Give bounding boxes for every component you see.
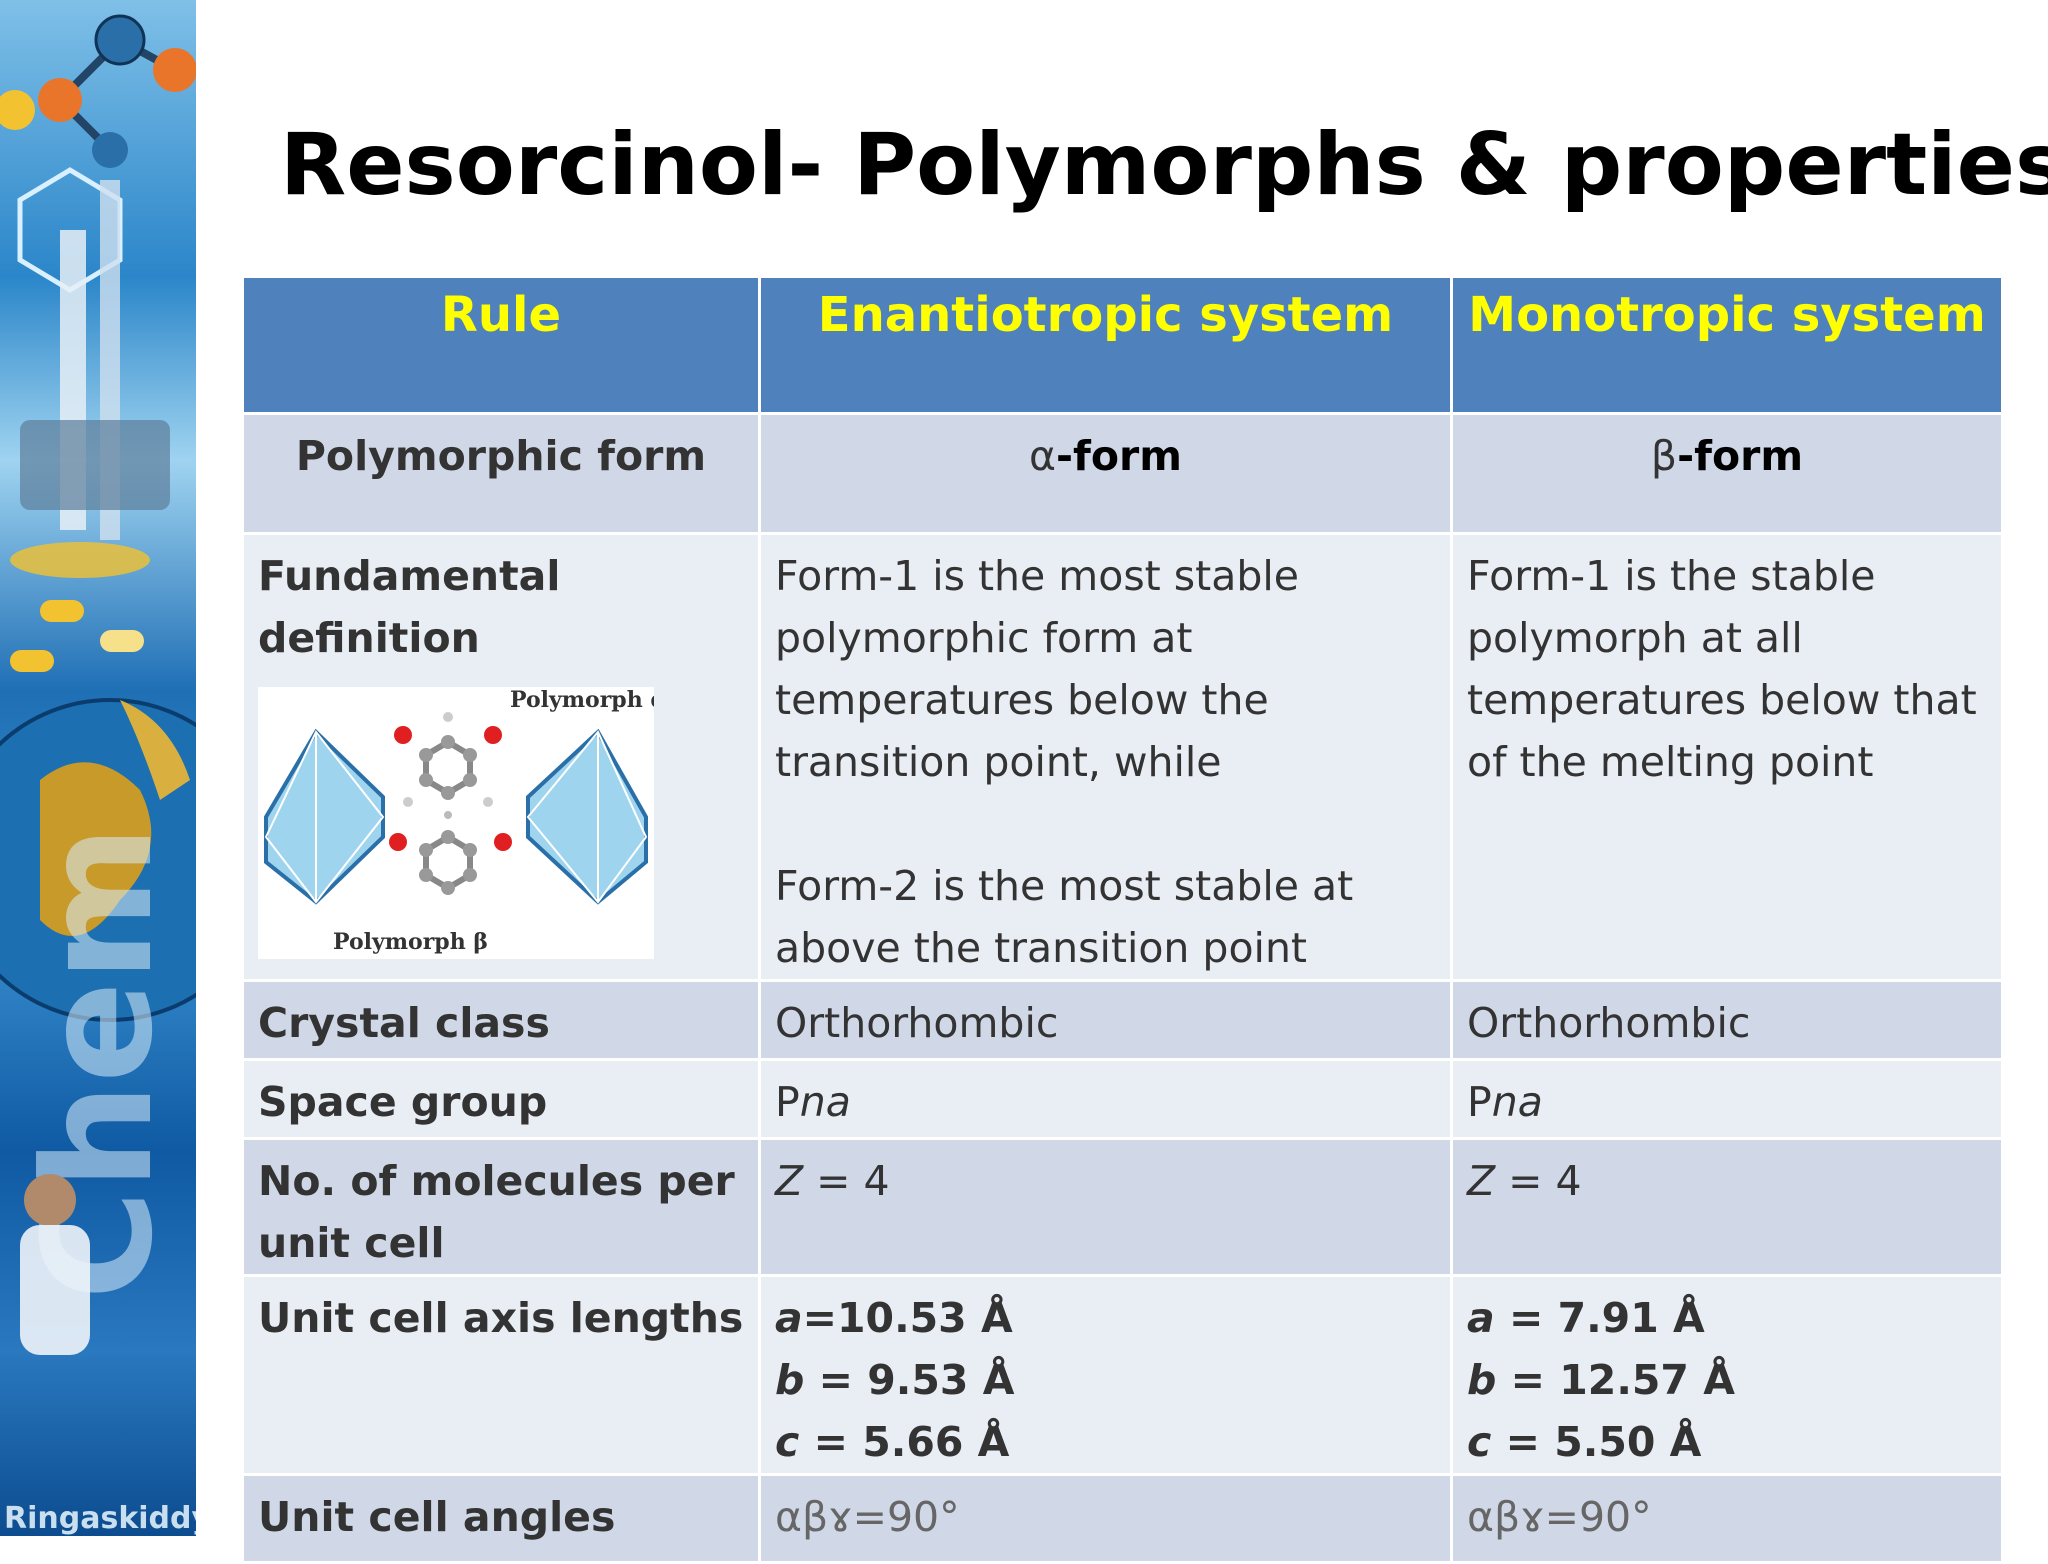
enantio-z-value: Z = 4 [758, 1137, 1453, 1277]
enantio-form-cell: α-form [758, 412, 1453, 535]
axis-a: a = 7.91 Å [1467, 1294, 1705, 1342]
row-label: Crystal class [241, 979, 761, 1061]
alpha-symbol: α [1029, 432, 1057, 480]
table-row-fundamental-definition: Fundamental definition [241, 532, 2004, 982]
enantio-definition-cell: Form-1 is the most stable polymorphic fo… [758, 532, 1453, 982]
text-line: of the melting point [1467, 738, 1874, 786]
text-line: polymorphic form at [775, 614, 1193, 662]
row-label: Fundamental definition [258, 552, 561, 662]
z-number: = 4 [803, 1157, 890, 1205]
mono-definition-cell: Form-1 is the stable polymorph at all te… [1450, 532, 2004, 982]
text-line: Form-1 is the most stable [775, 552, 1299, 600]
row-label: Unit cell angles [241, 1473, 761, 1564]
axis-b: b = 12.57 Å [1467, 1356, 1735, 1404]
z-number: = 4 [1495, 1157, 1582, 1205]
table-row-unit-cell-angles: Unit cell angles αβɤ=90° αβɤ=90° [241, 1473, 2004, 1564]
mono-angles: αβɤ=90° [1450, 1473, 2004, 1564]
row-label: Space group [241, 1058, 761, 1140]
mono-z-value: Z = 4 [1450, 1137, 2004, 1277]
table-header-row: Rule Enantiotropic system Monotropic sys… [241, 275, 2004, 415]
axis-a: a=10.53 Å [775, 1294, 1013, 1342]
enantio-space-group: Pna [758, 1058, 1453, 1140]
chemistry-collage-icon: Chem Ringaskiddy [0, 14, 196, 1536]
decorative-sidebar: Chem Ringaskiddy [0, 0, 196, 1536]
text-line: temperatures below that [1467, 676, 1977, 724]
beta-symbol: β [1650, 432, 1678, 480]
text-line: above the transition point [775, 924, 1307, 972]
table-row-molecules-per-cell: No. of molecules per unit cell Z = 4 Z =… [241, 1137, 2004, 1277]
mono-form-cell: β-form [1450, 412, 2004, 535]
page-title: Resorcinol- Polymorphs & properties [280, 115, 2048, 215]
svg-text:Polymorph α: Polymorph α [510, 687, 654, 713]
svg-text:Ringaskiddy: Ringaskiddy [4, 1501, 196, 1536]
enantio-crystal-class: Orthorhombic [758, 979, 1453, 1061]
svg-text:Polymorph β: Polymorph β [333, 929, 488, 955]
mono-axis-lengths: a = 7.91 Å b = 12.57 Å c = 5.50 Å [1450, 1274, 2004, 1476]
header-enantiotropic: Enantiotropic system [758, 275, 1453, 415]
header-monotropic: Monotropic system [1450, 275, 2004, 415]
table-row-crystal-class: Crystal class Orthorhombic Orthorhombic [241, 979, 2004, 1061]
text-line: polymorph at all [1467, 614, 1803, 662]
text-line: Form-2 is the most stable at [775, 862, 1354, 910]
table-row-polymorphic-form: Polymorphic form α-form β-form [241, 412, 2004, 535]
enantio-angles: αβɤ=90° [758, 1473, 1453, 1564]
row-label: Polymorphic form [241, 412, 761, 535]
header-rule: Rule [241, 275, 761, 415]
z-variable: Z [1467, 1157, 1496, 1205]
axis-b: b = 9.53 Å [775, 1356, 1015, 1404]
table-row-space-group: Space group Pna Pna [241, 1058, 2004, 1140]
polymorph-molecule-illustration: Polymorph α Polymorph β [258, 687, 654, 959]
text-line: temperatures below the [775, 676, 1269, 724]
row-label-cell: Fundamental definition [241, 532, 761, 982]
mono-crystal-class: Orthorhombic [1450, 979, 2004, 1061]
paragraph-gap [775, 793, 1436, 855]
text-line: transition point, while [775, 738, 1222, 786]
polymorph-properties-table: Rule Enantiotropic system Monotropic sys… [241, 275, 2004, 1564]
text-line: Form-1 is the stable [1467, 552, 1876, 600]
axis-c: c = 5.66 Å [775, 1418, 1010, 1466]
space-group-italic: na [1491, 1078, 1543, 1126]
axis-c: c = 5.50 Å [1467, 1418, 1702, 1466]
enantio-axis-lengths: a=10.53 Å b = 9.53 Å c = 5.66 Å [758, 1274, 1453, 1476]
mono-space-group: Pna [1450, 1058, 2004, 1140]
form-suffix: -form [1056, 432, 1182, 480]
space-group-italic: na [799, 1078, 851, 1126]
space-group-prefix: P [1467, 1078, 1492, 1126]
row-label: No. of molecules per unit cell [241, 1137, 761, 1277]
form-suffix: -form [1677, 432, 1804, 480]
table-row-axis-lengths: Unit cell axis lengths a=10.53 Å b = 9.5… [241, 1274, 2004, 1476]
space-group-prefix: P [775, 1078, 800, 1126]
row-label: Unit cell axis lengths [241, 1274, 761, 1476]
z-variable: Z [775, 1157, 804, 1205]
